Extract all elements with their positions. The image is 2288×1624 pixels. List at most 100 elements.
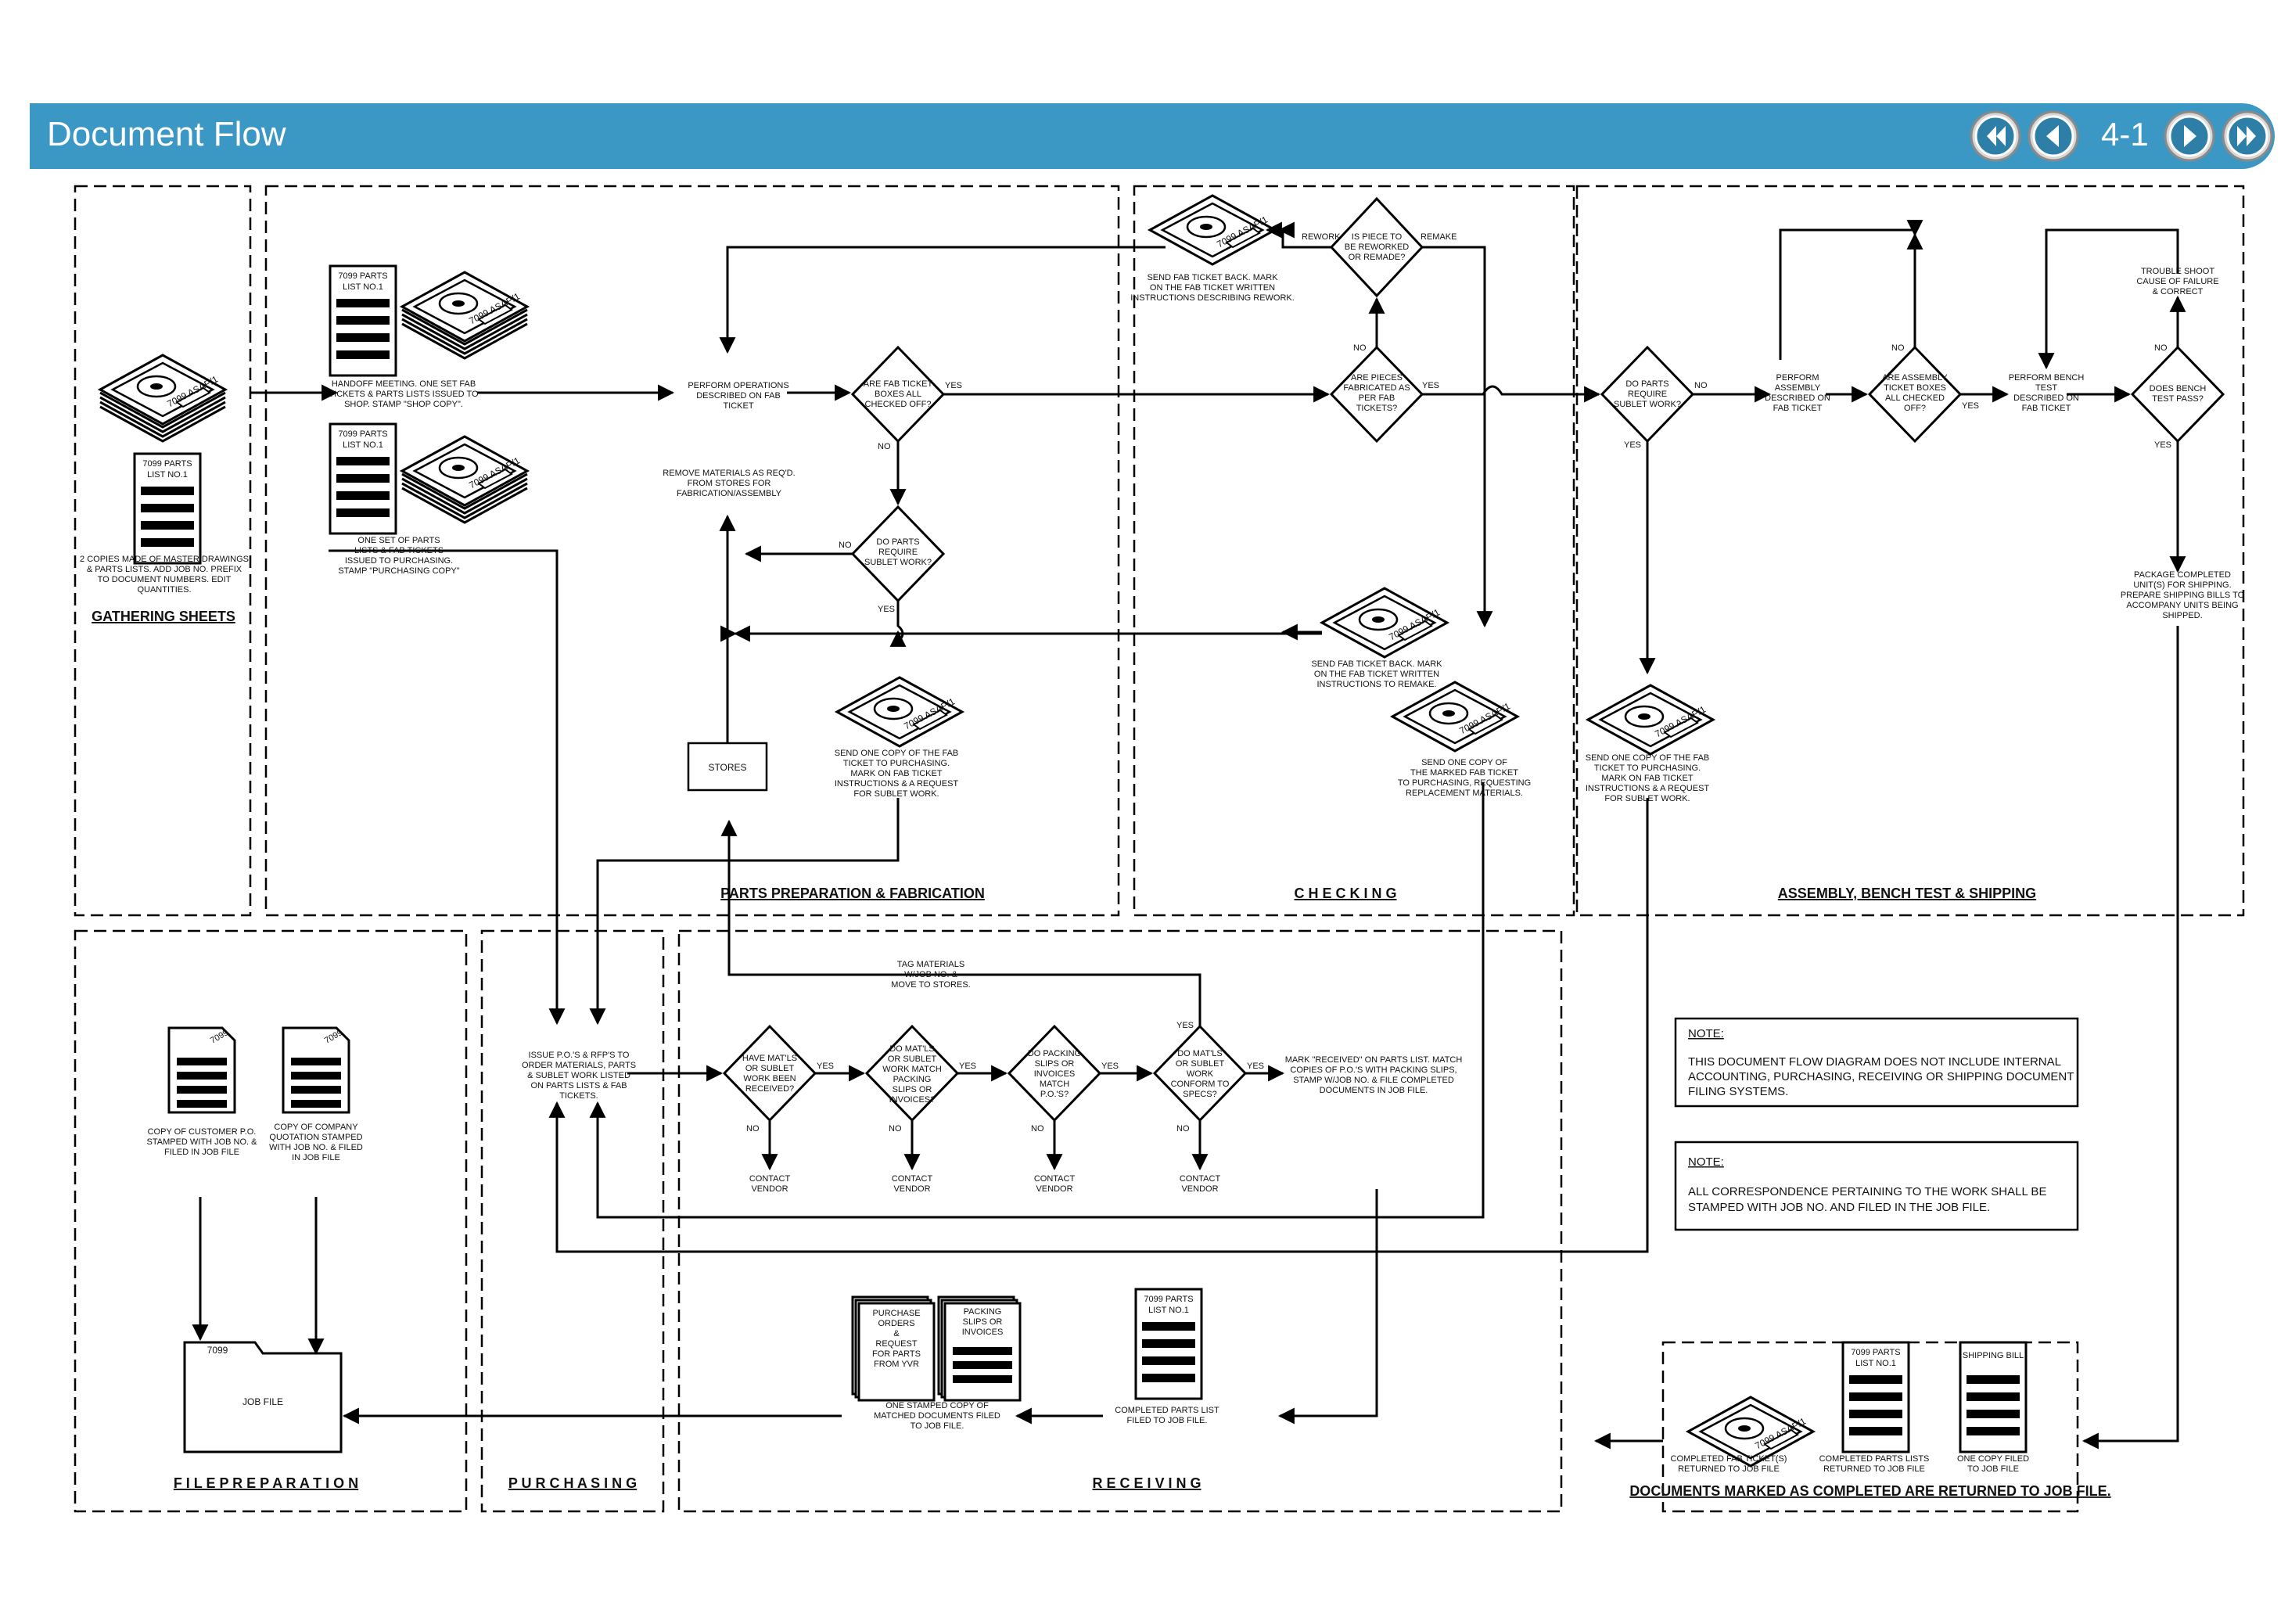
decision-text: DOES BENCH xyxy=(2150,384,2207,393)
parts-list-icon: 7099 PARTS LIST NO.1 xyxy=(1841,1341,1910,1453)
decision-text: ARE FAB TICKET xyxy=(864,379,933,389)
parts-list-icon: 7099 PARTS LIST NO.1 xyxy=(1134,1288,1203,1400)
note-text: ACCOUNTING, PURCHASING, RECEIVING OR SHI… xyxy=(1688,1070,2074,1083)
issue-po-text: ISSUE P.O.'S & RFP'S TO xyxy=(529,1051,630,1060)
header-bar: Document Flow 4-1 xyxy=(30,103,2275,169)
fab-ticket-icon: 7099 ASAP/1 xyxy=(1320,587,1449,659)
parts-list-icon: 7099 PARTS LIST NO.1 xyxy=(329,422,397,535)
package-text: ACCOMPANY UNITS BEING xyxy=(2126,601,2238,610)
file-prep-icons: 7099 7099 7099 JOB FILE xyxy=(167,1026,350,1453)
fab-ticket-icon: 7099 ASAP/1 xyxy=(835,676,964,748)
decision-text: OR SUBLET xyxy=(1176,1059,1225,1069)
decision-text: P.O.'S? xyxy=(1040,1090,1069,1099)
decision-text: WORK xyxy=(1187,1069,1214,1079)
decision-text: INVOICES xyxy=(1034,1069,1076,1079)
parts-list-label: LIST NO.1 xyxy=(147,470,188,480)
send-sublet-text: TICKET TO PURCHASING. xyxy=(1594,763,1701,773)
last-page-button[interactable] xyxy=(2220,109,2275,163)
parts-list-label: LIST NO.1 xyxy=(343,282,383,292)
first-page-button[interactable] xyxy=(1968,109,2023,163)
decision-text: SPECS? xyxy=(1183,1090,1216,1099)
checking-title: C H E C K I N G xyxy=(1294,886,1396,901)
decision-text: OFF? xyxy=(1904,404,1926,413)
send-sublet-text: FOR SUBLET WORK. xyxy=(853,789,939,799)
rework-text: SEND FAB TICKET BACK. MARK xyxy=(1147,273,1278,282)
note-text: ALL CORRESPONDENCE PERTAINING TO THE WOR… xyxy=(1688,1185,2046,1198)
decision-text: REQUIRE xyxy=(878,548,918,557)
receiving-title: R E C E I V I N G xyxy=(1092,1475,1201,1491)
send-sublet-text: SEND ONE COPY OF THE FAB xyxy=(1586,753,1710,763)
parts-frame xyxy=(264,185,1120,917)
perform-ops-text: TICKET xyxy=(723,401,753,411)
note-text: FILING SYSTEMS. xyxy=(1688,1085,1788,1098)
section-frames xyxy=(74,185,2245,1513)
gathering-note: TO DOCUMENT NUMBERS. EDIT xyxy=(98,575,232,584)
package-text: PREPARE SHIPPING BILLS TO xyxy=(2121,591,2245,600)
receiving-docs: PURCHASE ORDERS & REQUEST FOR PARTS FROM… xyxy=(851,1288,2028,1453)
stores-label: STORES xyxy=(708,762,746,773)
perform-assembly-text: FAB TICKET xyxy=(1773,404,1823,413)
yes-label: YES xyxy=(1176,1021,1194,1030)
returned-title: DOCUMENTS MARKED AS COMPLETED ARE RETURN… xyxy=(1629,1483,2110,1499)
packing-slips-text: PACKING xyxy=(964,1307,1002,1317)
no-label: NO xyxy=(1353,343,1367,353)
folder-name: JOB FILE xyxy=(242,1396,283,1407)
customer-po-icon: 7099 xyxy=(167,1026,236,1114)
yes-label: YES xyxy=(817,1062,834,1071)
decision-text: RECEIVED? xyxy=(745,1084,794,1094)
yes-label: YES xyxy=(1247,1062,1264,1071)
fab-ticket-stack-icon: 7099 ASAP/1 xyxy=(402,437,527,523)
trouble-shoot-text: TROUBLE SHOOT xyxy=(2141,267,2214,276)
package-text: UNIT(S) FOR SHIPPING. xyxy=(2133,580,2231,590)
yes-no-labels: YES NO NO YES YES NO REWORK REMAKE NO YE… xyxy=(746,232,2171,1134)
yes-label: YES xyxy=(1624,440,1641,450)
rework-label: REWORK xyxy=(1302,232,1341,242)
page-number: 4-1 xyxy=(2101,116,2149,153)
issue-po-text: ON PARTS LISTS & FAB xyxy=(530,1081,627,1090)
completed-fab-text: RETURNED TO JOB FILE xyxy=(1678,1464,1780,1474)
shipping-bill-label: SHIPPING BILL xyxy=(1963,1351,2024,1360)
decision-text: ARE ASSEMBLY xyxy=(1882,373,1948,383)
quotation-icon: 7099 xyxy=(282,1026,350,1114)
purchase-orders-stack-icon: PURCHASE ORDERS & REQUEST FOR PARTS FROM… xyxy=(851,1295,936,1402)
no-label: NO xyxy=(1031,1124,1044,1134)
remake-text: ON THE FAB TICKET WRITTEN xyxy=(1314,670,1439,679)
decision-labels: ARE FAB TICKET BOXES ALL CHECKED OFF? DO… xyxy=(742,232,2206,1105)
contact-vendor-text: CONTACT xyxy=(1034,1174,1076,1184)
tag-materials-text: TAG MATERIALS xyxy=(897,960,964,969)
one-set-text: ISSUED TO PURCHASING. xyxy=(345,556,453,566)
one-copy-filed-text: TO JOB FILE xyxy=(1967,1464,2019,1474)
completed-parts-text: FILED TO JOB FILE. xyxy=(1127,1416,1208,1425)
file-title: F I L E P R E P A R A T I O N xyxy=(174,1475,358,1491)
purchase-orders-text: ORDERS xyxy=(878,1319,914,1328)
remove-materials-text: FROM STORES FOR xyxy=(688,479,771,488)
quotation-text: IN JOB FILE xyxy=(292,1153,340,1162)
gathering-note: & PARTS LISTS. ADD JOB NO. PREFIX xyxy=(87,565,242,574)
parts-list-label: 7099 PARTS xyxy=(338,271,387,281)
next-page-button[interactable] xyxy=(2162,109,2217,163)
decision-text: OR SUBLET xyxy=(745,1064,795,1073)
previous-page-button[interactable] xyxy=(2026,109,2081,163)
decision-text: DO PARTS xyxy=(1625,379,1668,389)
handoff-text: TICKETS & PARTS LISTS ISSUED TO xyxy=(329,390,479,399)
decision-text: BE REWORKED xyxy=(1345,243,1410,252)
yes-label: YES xyxy=(959,1062,976,1071)
ticket-icons: 7099 ASAP/1 7099 ASAP/1 7099 ASAP/1 7099… xyxy=(835,194,1815,1468)
parts-list-label: LIST NO.1 xyxy=(343,440,383,450)
no-label: NO xyxy=(839,541,852,550)
completed-parts-lists-text: COMPLETED PARTS LISTS xyxy=(1819,1454,1930,1464)
purchasing-frame xyxy=(480,929,665,1513)
decision-text: TICKET BOXES xyxy=(1884,383,1946,393)
completed-parts-lists-text: RETURNED TO JOB FILE xyxy=(1823,1464,1925,1474)
quotation-text: QUOTATION STAMPED xyxy=(269,1133,362,1142)
parts-list-label: 7099 PARTS xyxy=(1851,1348,1900,1357)
mark-received-text: COPIES OF P.O.'S WITH PACKING SLIPS, xyxy=(1290,1065,1456,1075)
decision-text: WORK MATCH xyxy=(882,1065,942,1074)
yes-label: YES xyxy=(878,605,895,614)
quotation-text: COPY OF COMPANY xyxy=(274,1123,358,1132)
gathering-note: QUANTITIES. xyxy=(137,585,191,595)
parts-list-label: 7099 PARTS xyxy=(1144,1295,1193,1304)
contact-vendor-text: VENDOR xyxy=(1036,1184,1072,1194)
package-text: SHIPPED. xyxy=(2162,611,2202,620)
note-label: NOTE: xyxy=(1688,1155,1724,1169)
